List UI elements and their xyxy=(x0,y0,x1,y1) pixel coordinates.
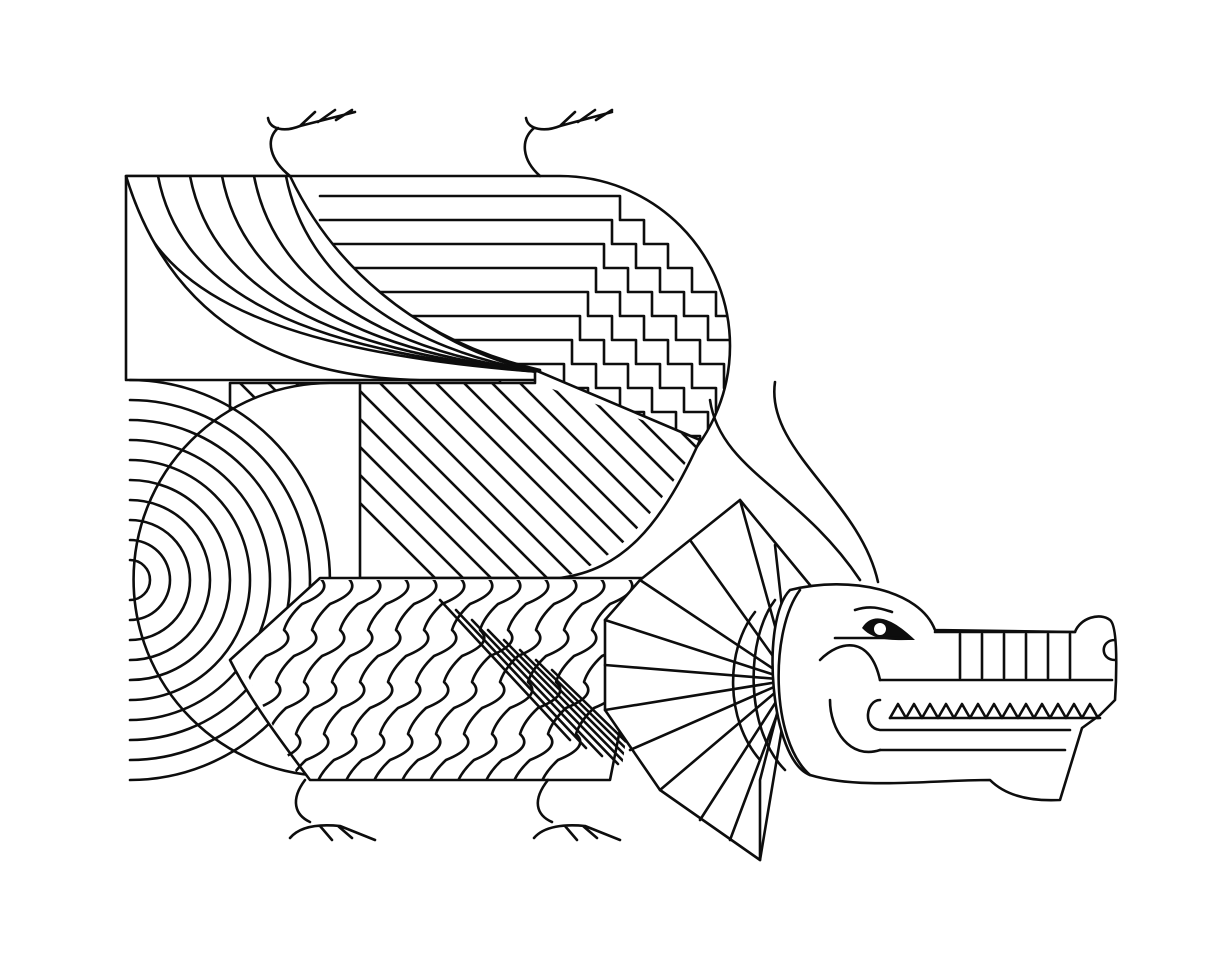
diagonal-stripe xyxy=(434,383,638,578)
wing-stripe xyxy=(252,176,540,374)
fin-ray xyxy=(628,678,792,752)
rear-upper-leg xyxy=(523,108,614,178)
lower-body xyxy=(228,576,652,782)
diagonal-stripe xyxy=(454,608,588,750)
zigzag-stripe xyxy=(318,218,730,366)
diagonal-stripe xyxy=(486,628,620,766)
front-upper-leg xyxy=(266,108,357,178)
spiral-arc xyxy=(128,518,192,642)
spiral-arc xyxy=(128,538,172,622)
whiskers xyxy=(708,380,880,584)
zigzag-stripe xyxy=(318,266,730,414)
wing-stripe xyxy=(188,176,540,374)
wave-stripe xyxy=(426,580,578,780)
diagonal-stripe xyxy=(502,638,636,774)
fin-ray xyxy=(603,678,792,712)
zigzag-stripe xyxy=(318,314,726,462)
fin-ray xyxy=(603,663,792,682)
zigzag-stripe xyxy=(318,290,730,438)
wave-stripe xyxy=(482,580,634,780)
wing-stripe xyxy=(220,176,540,374)
wave-stripe xyxy=(454,580,606,780)
wing-stripe xyxy=(284,176,540,374)
wave-stripe xyxy=(240,580,354,780)
diagonal-stripe xyxy=(350,383,554,578)
diagonal-stripe xyxy=(406,383,610,578)
diagonal-stripe xyxy=(378,383,582,578)
wave-stripe xyxy=(314,580,466,780)
rear-lower-leg xyxy=(532,778,622,842)
spiral-arc xyxy=(128,418,292,742)
diagonal-stripe xyxy=(546,383,700,578)
wave-stripe xyxy=(398,580,550,780)
fin-ray xyxy=(638,578,792,682)
fin-ray xyxy=(603,618,792,682)
wave-stripe xyxy=(286,580,438,780)
wing-stripe xyxy=(156,176,540,374)
zigzag-stripe xyxy=(318,242,730,390)
spiral-arc xyxy=(128,438,272,722)
spiral-arc xyxy=(128,478,232,682)
spiral-arc xyxy=(128,498,212,662)
zigzag-stripe xyxy=(318,194,730,342)
spiral-arc xyxy=(128,558,152,602)
diagonal-stripe xyxy=(470,618,604,758)
dragon-head xyxy=(731,583,1118,802)
front-lower-leg xyxy=(288,778,377,842)
diagonal-stripe xyxy=(438,598,572,742)
diagonal-stripe xyxy=(550,668,650,780)
wave-stripe xyxy=(342,580,494,780)
spiral-arc xyxy=(128,458,252,702)
wave-stripe xyxy=(258,580,410,780)
teeth xyxy=(888,702,1100,720)
spiral-arc xyxy=(128,398,312,762)
wave-stripe xyxy=(370,580,522,780)
fin-ray xyxy=(658,678,792,792)
